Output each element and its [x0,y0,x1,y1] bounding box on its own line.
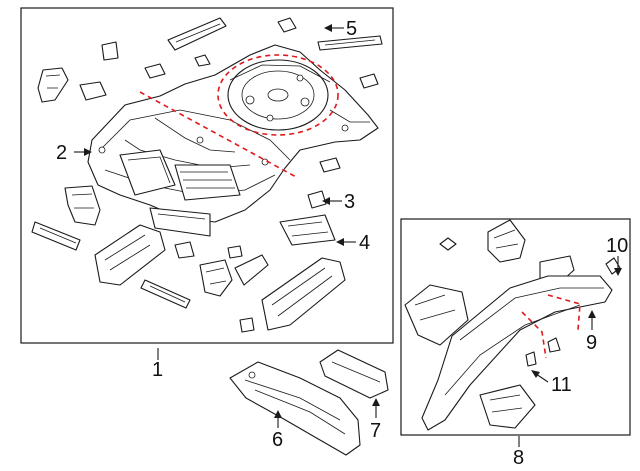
rear-floor-side-rail-part-6 [229,361,361,456]
cut-line-rail-rear [547,294,581,331]
callout-3: 3 [344,191,355,213]
callout-10: 10 [606,235,628,257]
callout-1: 1 [152,359,163,381]
callout-5: 5 [346,18,357,40]
callout-8: 8 [513,447,524,469]
cut-line-spare-tire-well [217,54,339,136]
callout-labels: 1 2 3 4 5 6 7 8 9 10 11 [56,18,628,469]
floor-pan [87,44,379,237]
floor-reinforcement-parts [31,17,383,333]
callout-11: 11 [551,374,572,396]
rear-rail-assembly [404,219,621,431]
rail-assembly-frame [400,218,631,436]
cut-line-rail-front [521,311,547,359]
callout-6: 6 [272,429,283,451]
callout-7: 7 [370,420,381,442]
cut-line-floor-front [139,91,299,179]
floor-crossmember-part-7 [319,349,389,399]
callout-4: 4 [359,232,370,254]
callout-9: 9 [586,332,597,354]
callout-2: 2 [56,142,67,164]
leader-lines [74,24,622,447]
main-floor-frame [20,7,394,344]
